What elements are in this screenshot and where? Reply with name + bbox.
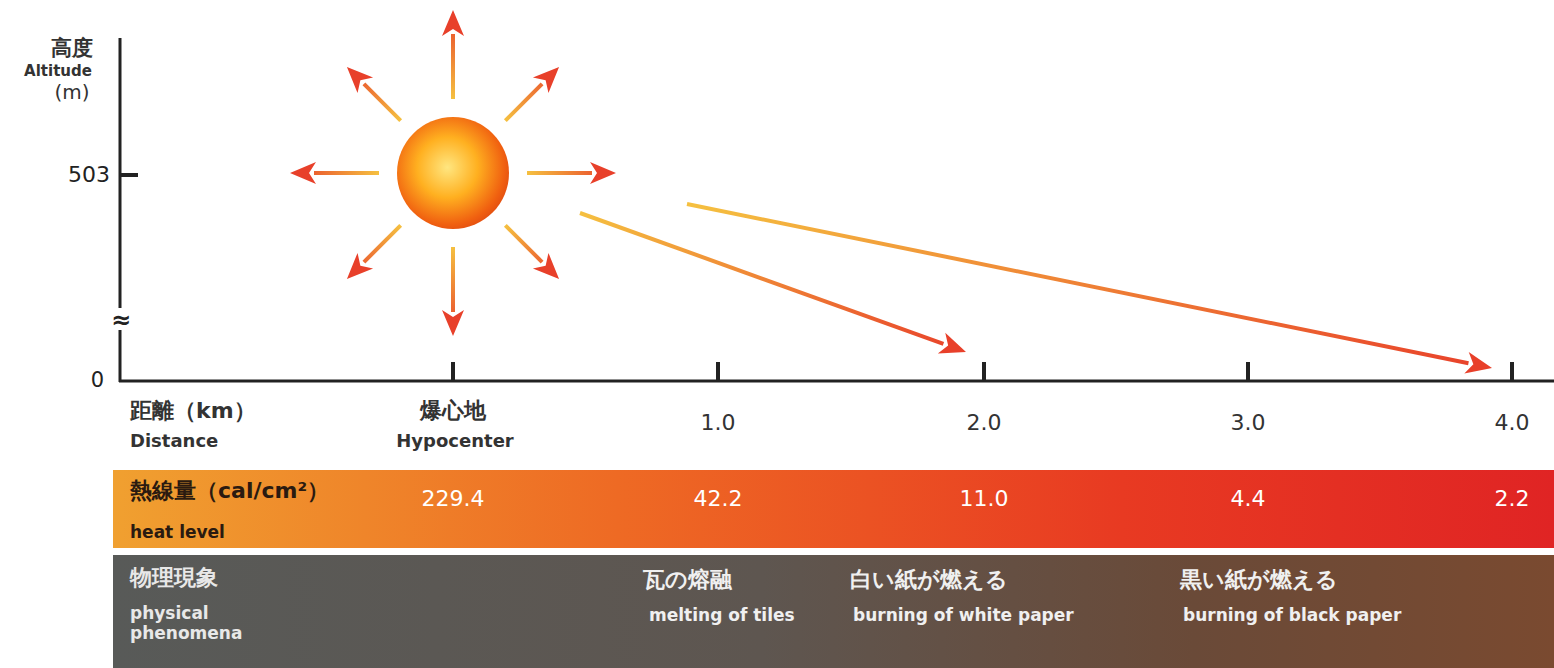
- text-heading: heat level: [130, 522, 225, 542]
- distance-axis: [119, 380, 1554, 383]
- phenomenon: burning of black paper: [1183, 605, 1401, 625]
- ray-head: [347, 67, 373, 93]
- ray-head: [938, 333, 966, 354]
- heat-value: 2.2: [1495, 486, 1530, 511]
- ray-shaft: [505, 84, 542, 121]
- distance-value: 3.0: [1231, 410, 1266, 435]
- heat-rays: [290, 10, 1492, 374]
- axis-label: 高度: [51, 34, 93, 62]
- heat-value: 42.2: [694, 486, 743, 511]
- ray-head: [442, 10, 464, 36]
- axis-label: 距離（km）: [130, 396, 256, 426]
- heat-value: 4.4: [1231, 486, 1266, 511]
- altitude-value: 0: [91, 368, 104, 392]
- ray-head: [533, 253, 559, 279]
- distance-value: 2.0: [967, 410, 1002, 435]
- ray-shaft: [451, 247, 455, 312]
- ray-shaft: [505, 225, 542, 262]
- phenomenon: 白い紙が燃える: [850, 565, 1008, 595]
- axis-label: Distance: [130, 430, 218, 451]
- ray-shaft: [451, 34, 455, 99]
- phenomena-band: 物理現象 physical phenomena 瓦の熔融 melting of til…: [113, 555, 1554, 668]
- ray-head: [533, 67, 559, 93]
- ray-shaft: [580, 213, 943, 344]
- ray-head: [442, 310, 464, 336]
- axis-label: ≈: [111, 306, 131, 334]
- distance-ticks: [453, 362, 1512, 381]
- heat-value: 11.0: [960, 486, 1009, 511]
- ray-shaft: [314, 171, 379, 175]
- text-heading: 熱線量（cal/cm²）: [130, 476, 329, 506]
- ray-shaft: [527, 171, 592, 175]
- fireball: [397, 117, 509, 229]
- distance-value: 1.0: [701, 410, 736, 435]
- heat-value: 229.4: [422, 486, 485, 511]
- distance-value: 4.0: [1495, 410, 1530, 435]
- heat-level-band: 熱線量（cal/cm²） heat level 229.4 42.2 11.0 4.4 2.…: [113, 470, 1554, 548]
- ray-shaft: [687, 204, 1468, 363]
- phenomenon: 瓦の熔融: [643, 565, 732, 595]
- ray-shaft: [364, 225, 401, 262]
- ray-head: [290, 162, 316, 184]
- altitude-tick: [120, 173, 138, 177]
- text-heading: 物理現象: [130, 563, 218, 593]
- ray-head: [1464, 352, 1492, 374]
- phenomenon: burning of white paper: [853, 605, 1074, 625]
- axis-label: Altitude: [24, 62, 92, 80]
- axis-label: (m): [54, 80, 89, 104]
- axis-label: 爆心地: [420, 396, 486, 426]
- phenomenon: 黒い紙が燃える: [1180, 565, 1338, 595]
- phenomenon: melting of tiles: [649, 605, 795, 625]
- axis-label: Hypocenter: [396, 430, 513, 451]
- text-heading: physical phenomena: [130, 603, 248, 644]
- ray-head: [347, 253, 373, 279]
- ray-head: [590, 162, 616, 184]
- ray-shaft: [364, 84, 401, 121]
- altitude-value: 503: [68, 162, 110, 187]
